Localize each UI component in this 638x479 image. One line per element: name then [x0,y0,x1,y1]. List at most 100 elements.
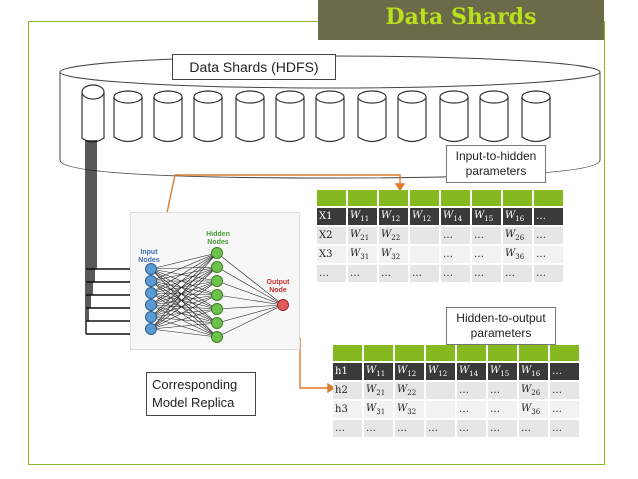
table-cell: … [534,246,563,263]
nn-edge [150,252,218,294]
nn-edge [150,280,218,318]
hidden-node [211,317,223,329]
input-node [145,311,157,323]
table-cell: … [534,265,563,282]
nn-edge [150,316,218,324]
nn-edge [150,316,218,338]
nn-edge [150,304,218,324]
nn-edge [150,292,218,296]
table-cell: W16 [519,363,548,380]
nn-edge [150,266,218,318]
table-cell [410,227,439,244]
nn-edge [150,280,218,338]
table-cell: … [472,246,501,263]
table-cell: … [379,265,408,282]
table-cell: W31 [348,246,377,263]
nn-edge [150,304,218,310]
nn-edge [150,280,218,324]
table-cell: … [472,265,501,282]
table-cell: W26 [519,382,548,399]
nn-edge [150,252,218,282]
nn-edge [150,280,218,310]
table-cell: … [550,382,579,399]
table-cell: W12 [426,363,455,380]
table-cell: … [410,265,439,282]
nn-edge [150,252,218,270]
hidden-node [211,261,223,273]
nn-edge [150,268,218,282]
hdfs-label: Data Shards (HDFS) [172,54,336,80]
table-cell: W21 [348,227,377,244]
input-nodes-label: Input Nodes [138,249,160,264]
nn-edge [150,268,218,324]
table-cell: … [472,227,501,244]
nn-edge [216,304,284,338]
table-cell: … [441,265,470,282]
table-cell: W14 [457,363,486,380]
table-cell: X2 [317,227,346,244]
nn-edge [150,292,218,338]
nn-edge [150,308,218,318]
neural-network-figure: Input Nodes Hidden Nodes Output Node [130,212,300,350]
table-cell: … [457,420,486,437]
table-cell: … [488,382,517,399]
neural-network-graph [145,247,289,343]
shard-cylinder [521,90,551,143]
table-cell: h3 [333,401,362,418]
nn-edge [150,252,218,318]
nn-edge [150,268,218,338]
nn-edge [150,304,218,338]
table-cell: W11 [364,363,393,380]
table-cell: … [534,208,563,225]
nn-edge [150,266,218,270]
shard-cylinder [113,90,143,143]
nn-edge [216,294,284,306]
hidden-node [211,331,223,343]
nn-edge [150,266,218,294]
nn-edge [150,268,218,296]
table-row: …………………… [333,420,579,437]
table-cell: W15 [472,208,501,225]
table-cell [426,382,455,399]
table-cell: W32 [379,246,408,263]
table-cell: W32 [395,401,424,418]
input-node [145,263,157,275]
table-cell: … [503,265,532,282]
slide-title: Data Shards [385,4,537,30]
table-cell: X1 [317,208,346,225]
table-row: …………………… [317,265,563,282]
table-cell: … [426,420,455,437]
nn-edge [216,252,284,306]
table-cell: … [534,227,563,244]
nn-edge [150,266,218,282]
table-cell [426,401,455,418]
nn-edge [150,280,218,330]
table-cell: … [348,265,377,282]
input-node [145,287,157,299]
table-cell: W36 [519,401,548,418]
first-shard [81,84,105,143]
table-cell: … [364,420,393,437]
table-cell: … [441,227,470,244]
table-header-row [317,190,563,206]
slide-frame [28,21,605,465]
table-cell: W15 [488,363,517,380]
nn-edge [150,268,218,310]
shard-cylinder [235,90,265,143]
table-cell: W11 [348,208,377,225]
hidden-nodes-label: Hidden Nodes [206,231,230,246]
table-cell: W12 [410,208,439,225]
shard-cylinder [397,90,427,143]
nn-edge [150,294,218,330]
nn-edge [150,294,218,306]
hidden-node [211,275,223,287]
nn-edge [150,322,218,330]
table-cell: … [550,420,579,437]
table-cell: W16 [503,208,532,225]
table-cell: W21 [364,382,393,399]
table-cell: W12 [395,363,424,380]
